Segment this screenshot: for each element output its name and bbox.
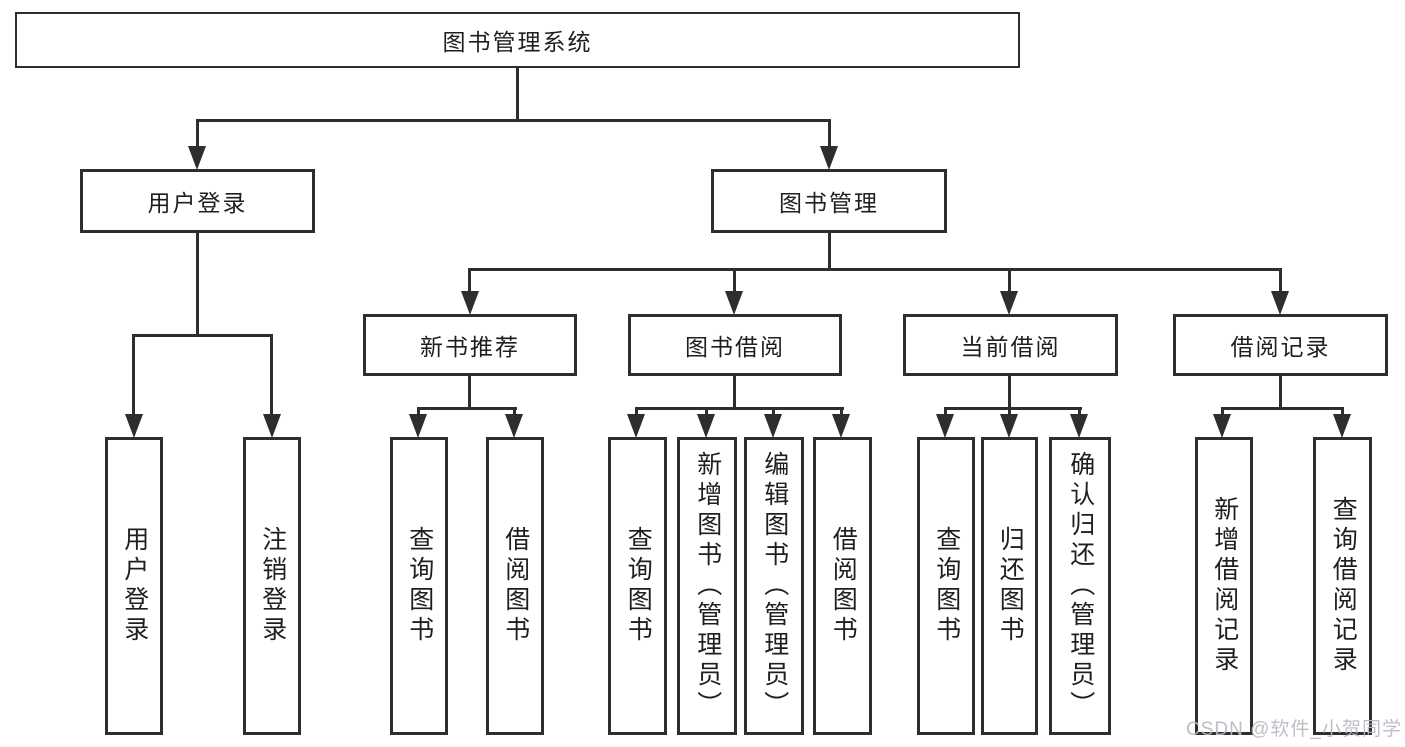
leaf-query-borrow-record: 查询借阅记录 [1313, 437, 1372, 735]
arrow-down-icon [1271, 291, 1289, 315]
leaf-query-books-3-label: 查询图书 [932, 526, 961, 646]
arrow-down-icon [505, 414, 523, 438]
leaf-query-borrow-record-label: 查询借阅记录 [1329, 496, 1358, 676]
connector-drop-book-borrowing [733, 268, 736, 296]
leaf-logout-login: 注销登录 [243, 437, 301, 735]
connector-root-stem [516, 68, 519, 122]
node-current-borrowing: 当前借阅 [903, 314, 1118, 376]
connector-drop-new-book-recommend [468, 268, 471, 296]
connector-drop-current-borrowing [1008, 268, 1011, 296]
leaf-edit-book-admin: 编辑图书（管理员） [744, 437, 804, 735]
connector-drop-borrow-books-2 [840, 407, 843, 420]
connector-book-management-stem [828, 233, 831, 271]
node-user-login-label: 用户登录 [147, 190, 248, 216]
node-current-borrowing-label: 当前借阅 [960, 334, 1061, 360]
connector-drop-leaf-logout [270, 334, 273, 420]
connector-user-login-stem [196, 233, 199, 337]
connector-rail-level3 [468, 268, 1282, 271]
connector-book-borrowing-stem [733, 376, 736, 410]
arrow-down-icon [409, 414, 427, 438]
leaf-query-books-3: 查询图书 [917, 437, 975, 735]
connector-new-book-stem [468, 376, 471, 410]
arrow-down-icon [1000, 291, 1018, 315]
leaf-borrow-books-2: 借阅图书 [813, 437, 872, 735]
leaf-edit-book-admin-label: 编辑图书（管理员） [760, 451, 789, 721]
connector-drop-return-books [1008, 407, 1011, 420]
leaf-add-book-admin: 新增图书（管理员） [677, 437, 737, 735]
leaf-add-borrow-record-label: 新增借阅记录 [1210, 496, 1239, 676]
arrow-down-icon [627, 414, 645, 438]
arrow-down-icon [697, 414, 715, 438]
leaf-user-login: 用户登录 [105, 437, 163, 735]
connector-drop-query-books-3 [944, 407, 947, 420]
leaf-borrow-books-2-label: 借阅图书 [829, 526, 858, 646]
connector-drop-leaf-user-login [132, 334, 135, 420]
arrow-down-icon [125, 414, 143, 438]
connector-drop-confirm-return [1078, 407, 1081, 420]
connector-rail-current-borrowing [944, 407, 1082, 410]
connector-drop-add-book [705, 407, 708, 420]
leaf-return-books: 归还图书 [981, 437, 1038, 735]
arrow-down-icon [820, 146, 838, 170]
leaf-borrow-books-1-label: 借阅图书 [501, 526, 530, 646]
leaf-query-books-2: 查询图书 [608, 437, 667, 735]
node-user-login: 用户登录 [80, 169, 315, 233]
arrow-down-icon [725, 291, 743, 315]
leaf-add-borrow-record: 新增借阅记录 [1195, 437, 1253, 735]
node-book-management: 图书管理 [711, 169, 947, 233]
arrow-down-icon [832, 414, 850, 438]
arrow-down-icon [1333, 414, 1351, 438]
node-root: 图书管理系统 [15, 12, 1020, 68]
leaf-return-books-label: 归还图书 [996, 526, 1025, 646]
connector-drop-query-books-2 [635, 407, 638, 420]
arrow-down-icon [936, 414, 954, 438]
connector-rail-borrowing-records [1221, 407, 1344, 410]
leaf-logout-login-label: 注销登录 [258, 526, 287, 646]
node-book-management-label: 图书管理 [779, 190, 879, 216]
connector-drop-query-books-1 [417, 407, 420, 420]
connector-current-borrowing-stem [1008, 376, 1011, 410]
connector-drop-edit-book [772, 407, 775, 420]
leaf-user-login-label: 用户登录 [120, 526, 149, 646]
leaf-query-books-2-label: 查询图书 [624, 526, 653, 646]
node-book-borrowing: 图书借阅 [628, 314, 842, 376]
connector-rail-user-login [132, 334, 273, 337]
node-root-label: 图书管理系统 [442, 29, 593, 55]
arrow-down-icon [263, 414, 281, 438]
arrow-down-icon [1000, 414, 1018, 438]
node-borrowing-records: 借阅记录 [1173, 314, 1388, 376]
connector-borrowing-records-stem [1279, 376, 1282, 410]
connector-rail-new-book [417, 407, 517, 410]
node-borrowing-records-label: 借阅记录 [1230, 334, 1331, 360]
connector-rail-level2 [196, 119, 831, 122]
connector-drop-add-record [1221, 407, 1224, 420]
connector-drop-borrow-books-1 [513, 407, 516, 420]
leaf-query-books-1-label: 查询图书 [405, 526, 434, 646]
connector-drop-book-management [828, 119, 831, 152]
connector-rail-book-borrowing [635, 407, 844, 410]
leaf-confirm-return-admin: 确认归还（管理员） [1049, 437, 1111, 735]
connector-drop-query-record [1341, 407, 1344, 420]
leaf-query-books-1: 查询图书 [390, 437, 448, 735]
arrow-down-icon [764, 414, 782, 438]
node-new-book-recommend: 新书推荐 [363, 314, 577, 376]
connector-drop-user-login [196, 119, 199, 152]
arrow-down-icon [1070, 414, 1088, 438]
node-book-borrowing-label: 图书借阅 [685, 334, 785, 360]
leaf-add-book-admin-label: 新增图书（管理员） [693, 451, 722, 721]
arrow-down-icon [1213, 414, 1231, 438]
leaf-borrow-books-1: 借阅图书 [486, 437, 544, 735]
csdn-watermark: CSDN @软件_小贺同学 [1186, 719, 1402, 740]
arrow-down-icon [461, 291, 479, 315]
arrow-down-icon [188, 146, 206, 170]
node-new-book-recommend-label: 新书推荐 [420, 334, 520, 360]
connector-drop-borrowing-records [1279, 268, 1282, 296]
leaf-confirm-return-admin-label: 确认归还（管理员） [1066, 451, 1095, 721]
